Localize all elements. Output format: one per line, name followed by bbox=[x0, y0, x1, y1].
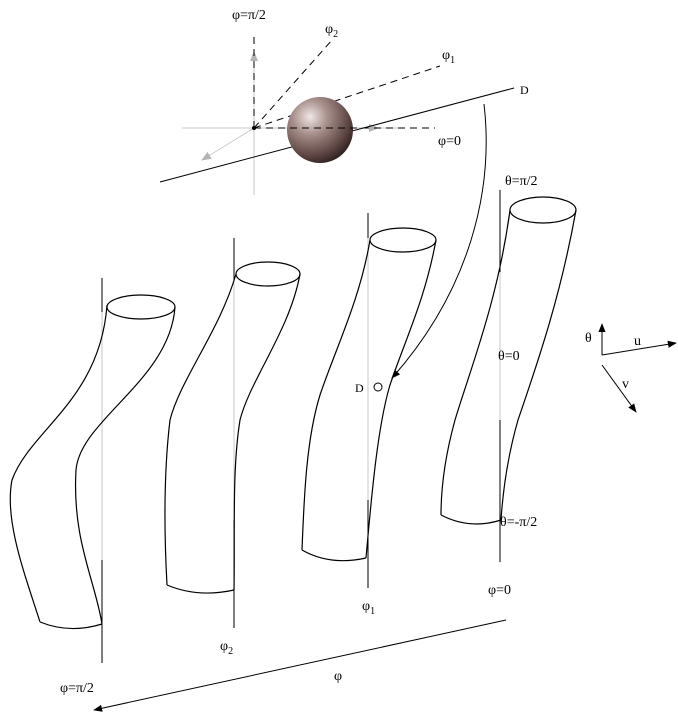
label-phi2-bottom: φ2 bbox=[220, 639, 233, 657]
label-theta-0: θ=0 bbox=[498, 349, 520, 364]
phi1-dashed-ray bbox=[253, 65, 441, 129]
tube-bottom bbox=[166, 584, 235, 594]
tube-left-edge bbox=[164, 273, 237, 586]
sphere-frame bbox=[159, 32, 515, 195]
label-v-axis: v bbox=[622, 377, 629, 392]
mapping-arrow bbox=[391, 103, 487, 379]
label-phi-axis: φ bbox=[334, 669, 342, 684]
tube-bottom bbox=[440, 514, 502, 525]
label-phi0-top: φ=0 bbox=[438, 134, 461, 149]
D-marker bbox=[373, 382, 383, 392]
tube-phi1 bbox=[301, 213, 437, 588]
tube-top-ellipse bbox=[106, 294, 176, 320]
origin-point bbox=[252, 126, 256, 130]
tube-right-edge bbox=[74, 306, 176, 625]
tube-phi0 bbox=[440, 190, 577, 562]
label-phi1-bottom: φ1 bbox=[362, 599, 375, 617]
v-arrow bbox=[601, 364, 637, 413]
tube-right-edge bbox=[233, 273, 301, 591]
diagonal-arrow-gray bbox=[201, 127, 255, 161]
label-u-axis: u bbox=[634, 334, 641, 349]
tube-bottom bbox=[301, 549, 367, 562]
label-D-mid: D bbox=[355, 381, 364, 395]
label-theta-axis: θ bbox=[585, 331, 592, 346]
label-phi2-top: φ2 bbox=[325, 22, 338, 40]
tube-bottom bbox=[39, 621, 103, 630]
u-arrow bbox=[601, 340, 677, 356]
tube-phi-pi2 bbox=[9, 278, 176, 663]
tube-left-edge bbox=[440, 209, 511, 516]
phi2-dashed-ray bbox=[253, 39, 333, 129]
tube-top-ellipse bbox=[369, 227, 437, 253]
tube-right-edge bbox=[500, 209, 577, 521]
label-phi0-bottom: φ=0 bbox=[488, 583, 511, 598]
label-theta-pi2: θ=π/2 bbox=[505, 174, 538, 189]
sphere bbox=[287, 97, 353, 163]
label-theta-minus-pi2: θ=-π/2 bbox=[500, 515, 537, 530]
label-phi-pi2-top: φ=π/2 bbox=[232, 8, 266, 23]
label-D-top: D bbox=[520, 83, 529, 97]
tube-phi2 bbox=[164, 238, 301, 628]
tube-left-edge bbox=[9, 304, 108, 623]
label-phi1-top: φ1 bbox=[442, 48, 455, 66]
phi-axis-arrow bbox=[93, 619, 507, 712]
label-phi-pi2-bottom: φ=π/2 bbox=[60, 681, 94, 696]
tube-right-edge bbox=[365, 239, 437, 559]
tube-top-ellipse bbox=[235, 261, 301, 287]
tube-top-ellipse bbox=[509, 196, 577, 224]
tube-left-edge bbox=[301, 239, 371, 551]
local-axes bbox=[598, 323, 677, 413]
